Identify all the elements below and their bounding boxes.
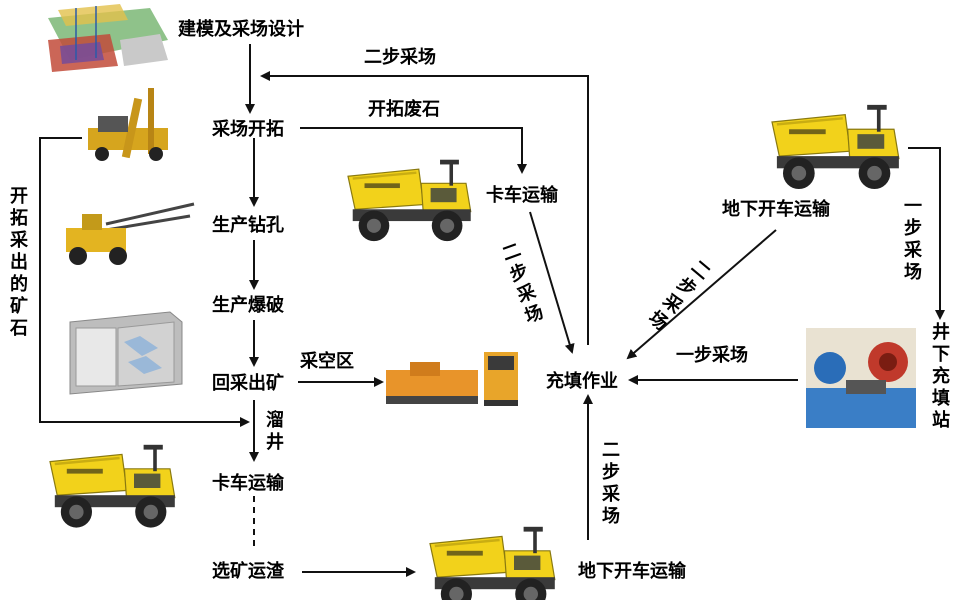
mine-truck-mid-icon: [348, 160, 471, 241]
node-truck-left: 卡车运输: [212, 474, 284, 494]
edge-first-stope-vertical: 一步采场: [902, 196, 924, 284]
node-truck-mid: 卡车运输: [486, 186, 558, 206]
node-beneficiation: 选矿运渣: [212, 562, 284, 582]
jumbo-drill-icon: [66, 204, 194, 265]
node-ug-truck-bottom: 地下开车运输: [578, 562, 686, 582]
edge-second-stope-bottom: 二步采场: [600, 440, 622, 528]
node-mining: 回采出矿: [212, 374, 284, 394]
node-backfill-station: 井下充填站: [930, 322, 952, 432]
node-backfill: 充填作业: [546, 372, 618, 392]
edge-first-stope-horizontal: 一步采场: [676, 346, 748, 366]
node-development: 采场开拓: [212, 120, 284, 140]
edge-second-stope-top: 二步采场: [364, 48, 436, 68]
backfill-pump-icon: [386, 352, 518, 406]
node-ug-truck-right: 地下开车运输: [722, 200, 830, 220]
edge-ore-pass: 溜井: [264, 410, 286, 454]
edge-ore-out: 开拓采出的矿石: [8, 186, 30, 340]
mine-truck-right-icon: [772, 105, 899, 189]
mine-truck-left-icon: [50, 445, 175, 528]
edge-void: 采空区: [300, 352, 354, 372]
node-blasting: 生产爆破: [212, 296, 284, 316]
mine-truck-bottom-icon: [430, 527, 555, 600]
geology-model-icon: [48, 4, 168, 72]
stope-model-icon: [70, 312, 182, 394]
node-design: 建模及采场设计: [178, 20, 304, 40]
backfill-station-photo: [806, 328, 916, 428]
drill-rig-icon: [88, 88, 168, 161]
edge-waste-rock: 开拓废石: [368, 100, 440, 120]
node-drilling: 生产钻孔: [212, 216, 284, 236]
